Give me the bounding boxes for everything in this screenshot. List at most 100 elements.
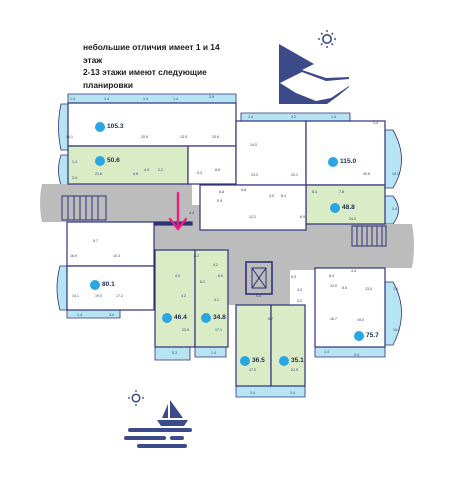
- room-size-label: 17.0: [249, 368, 256, 372]
- room-size-label: 14.1: [66, 135, 73, 139]
- room-size-label: 4.1: [214, 298, 219, 302]
- room-size-label: 5.3: [291, 275, 296, 279]
- room-size-label: 4.2: [181, 294, 186, 298]
- room-size-label: 4.4: [351, 269, 356, 273]
- apartment-area-label: 75.7: [366, 332, 379, 339]
- room-size-label: 5.3: [172, 351, 177, 355]
- apartment-marker[interactable]: [240, 356, 250, 366]
- room-size-label: 8.8: [215, 168, 220, 172]
- room-size-label: 10.3: [113, 254, 120, 258]
- room-size-label: 1.4: [70, 97, 75, 101]
- room-size-label: 17.2: [116, 294, 123, 298]
- apartment-marker[interactable]: [162, 313, 172, 323]
- apartment-marker[interactable]: [330, 203, 340, 213]
- room-size-label: 4.0: [175, 274, 180, 278]
- room-size-label: 3.4: [72, 176, 77, 180]
- room-size-label: 7.8: [339, 190, 344, 194]
- room-size-label: 4.2: [297, 288, 302, 292]
- apartment-area-label: 105.3: [107, 123, 124, 130]
- room-size-label: 1.4: [324, 350, 329, 354]
- room-size-label: 3.9: [209, 95, 214, 99]
- room-size-label: 5.8: [241, 188, 246, 192]
- apartment-marker[interactable]: [95, 156, 105, 166]
- apartment-area-label: 34.8: [213, 314, 226, 321]
- room-size-label: 5.9: [217, 199, 222, 203]
- room-size-label: 19.0: [95, 294, 102, 298]
- room-size-label: 1.4: [373, 121, 378, 125]
- room-size-label: 1.4: [393, 287, 398, 291]
- room-size-label: 30.6: [363, 172, 370, 176]
- room-size-label: 1.4: [104, 97, 109, 101]
- room-size-label: 1.4: [143, 97, 148, 101]
- room-size-label: 8.8: [219, 190, 224, 194]
- room-size-label: 23.9: [182, 328, 189, 332]
- room-size-label: 3.4: [354, 353, 359, 357]
- apartment-marker[interactable]: [90, 280, 100, 290]
- room-size-label: 8.2: [194, 254, 199, 258]
- pointer-arrow-icon: [168, 191, 188, 231]
- room-size-label: 5.7: [93, 239, 98, 243]
- room-size-label: 14.1: [392, 172, 399, 176]
- room-size-label: 16.9: [70, 254, 77, 258]
- room-size-label: 24.3: [349, 217, 356, 221]
- room-size-label: 4.5: [269, 194, 274, 198]
- room-size-label: 5.3: [197, 171, 202, 175]
- room-size-label: 21.9: [291, 368, 298, 372]
- apartment-marker[interactable]: [95, 122, 105, 132]
- room-size-label: 14.1: [72, 294, 79, 298]
- room-size-label: 20.6: [212, 135, 219, 139]
- room-size-label: 12.2: [249, 215, 256, 219]
- room-size-label: 16.7: [330, 317, 337, 321]
- apartment-area-label: 35.1: [291, 357, 304, 364]
- room-size-label: 6.0: [218, 274, 223, 278]
- room-size-label: 4.4: [256, 294, 261, 298]
- room-labels: 14.1 1.4 1.4 1.4 1.4 3.9 20.9 13.5 20.6 21.6 6.8 4.…: [66, 95, 400, 395]
- room-size-label: 2.2: [158, 168, 163, 172]
- note-line-4: планировки: [83, 79, 133, 90]
- room-size-label: 14.1: [393, 328, 400, 332]
- apartment-area-label: 46.4: [174, 314, 187, 321]
- balconies: [56, 93, 402, 398]
- room-size-label: 1.4: [77, 313, 82, 317]
- apartment-area-label: 48.8: [342, 204, 355, 211]
- room-size-label: 6.8: [133, 172, 138, 176]
- room-size-label: 21.6: [95, 172, 102, 176]
- apartment-area-label: 50.6: [107, 157, 120, 164]
- room-size-label: 3.4: [290, 391, 295, 395]
- room-size-label: 1.4: [173, 97, 178, 101]
- room-size-label: 1.4: [248, 115, 253, 119]
- ship-logo-icon: [124, 390, 192, 448]
- stairs: [61, 195, 387, 295]
- room-size-label: 20.1: [291, 173, 298, 177]
- room-size-label: 8.4: [312, 190, 317, 194]
- apartment-marker[interactable]: [354, 331, 364, 341]
- room-size-label: 20.9: [141, 135, 148, 139]
- room-size-label: 3.2: [291, 115, 296, 119]
- mountain-logo-icon: [279, 30, 349, 104]
- room-size-label: 3.4: [109, 313, 114, 317]
- apartment-marker[interactable]: [201, 313, 211, 323]
- room-size-label: 13.5: [180, 135, 187, 139]
- apartment-marker[interactable]: [279, 356, 289, 366]
- room-size-label: 1.4: [211, 351, 216, 355]
- room-size-label: 6.9: [300, 215, 305, 219]
- note-line-3: 2-13 этажи имеют следующие: [83, 67, 207, 78]
- apartment-area-label: 115.0: [340, 158, 357, 165]
- room-size-label: 14.0: [330, 284, 337, 288]
- rooms: [66, 102, 386, 387]
- room-size-label: 19.0: [357, 318, 364, 322]
- room-size-label: 23.0: [251, 173, 258, 177]
- room-size-label: 13.0: [365, 287, 372, 291]
- note-line-2: этаж: [83, 54, 103, 65]
- room-size-label: 1.4: [331, 115, 336, 119]
- room-size-label: 5.7: [268, 317, 273, 321]
- room-size-label: 4.0: [144, 168, 149, 172]
- room-size-label: 17.1: [215, 328, 222, 332]
- room-size-label: 3.4: [392, 207, 397, 211]
- room-size-label: 4.4: [189, 211, 194, 215]
- apartment-marker[interactable]: [328, 157, 338, 167]
- room-size-label: 8.2: [200, 280, 205, 284]
- apartment-area-label: 36.5: [252, 357, 265, 364]
- room-size-label: 8.4: [329, 274, 334, 278]
